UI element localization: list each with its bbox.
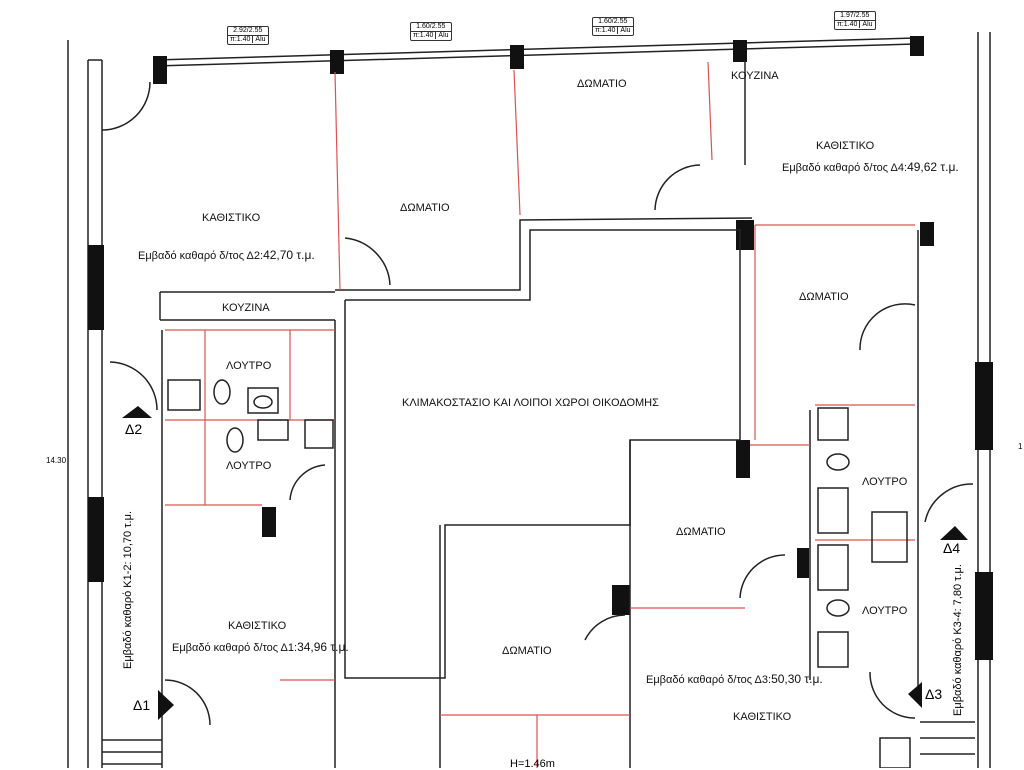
room-label: ΚΑΘΙΣΤΙΚΟ [202,212,261,224]
room-label: ΔΩΜΑΤΙΟ [400,202,450,214]
dimension-right: 1 [1018,442,1023,451]
room-label: ΔΩΜΑΤΙΟ [502,645,552,657]
room-label: ΚΑΘΙΣΤΙΚΟ [816,140,875,152]
room-label: ΛΟΥΤΡΟ [226,460,272,472]
room-label: ΔΩΜΑΤΙΟ [799,291,849,303]
entrance-label-d1: Δ1 [133,697,151,713]
entrance-label-d3: Δ3 [925,686,943,702]
room-label: ΚΟΥΖΙΝΑ [222,302,270,314]
stairs [102,721,975,768]
dimension-left: 14.30 [46,456,67,465]
room-label: ΔΩΜΑΤΙΟ [676,526,726,538]
entrance-label-d2: Δ2 [125,421,143,437]
door-swings [101,81,974,726]
room-label: ΚΑΘΙΣΤΙΚΟ [733,711,792,723]
entrance-label-d4: Δ4 [943,540,961,556]
area-label: Εμβαδό καθαρό δ/τος Δ3:50,30 τ.μ. [646,672,823,686]
room-label: ΛΟΥΤΡΟ [862,476,908,488]
area-label: Εμβαδό καθαρό δ/τος Δ2:42,70 τ.μ. [138,248,315,262]
room-label: ΚΟΥΖΙΝΑ [731,70,779,82]
room-label: ΚΑΘΙΣΤΙΚΟ [228,620,287,632]
room-label: ΛΟΥΤΡΟ [862,605,908,617]
entrance-arrows [122,406,968,720]
area-label: Εμβαδό καθαρό δ/τος Δ4:49,62 τ.μ. [782,160,959,174]
area-label: Εμβαδό καθαρό δ/τος Δ1:34,96 τ.μ. [172,640,349,654]
height-note: H=1.46m [510,758,555,770]
room-label: ΚΛΙΜΑΚΟΣΤΑΣΙΟ ΚΑΙ ΛΟΙΠΟΙ ΧΩΡΟΙ ΟΙΚΟΔΟΜΗΣ [402,397,659,409]
partition-lines [165,61,915,768]
corridor-area-right: Εμβαδό καθαρό Κ3-4: 7,80 τ.μ. [952,564,964,716]
columns [88,36,993,660]
corridor-area-left: Εμβαδό καθαρό Κ1-2: 10,70 τ.μ. [122,510,134,670]
room-label: ΛΟΥΤΡΟ [226,360,272,372]
bathroom-fixtures [167,379,908,668]
room-label: ΔΩΜΑΤΙΟ [577,78,627,90]
